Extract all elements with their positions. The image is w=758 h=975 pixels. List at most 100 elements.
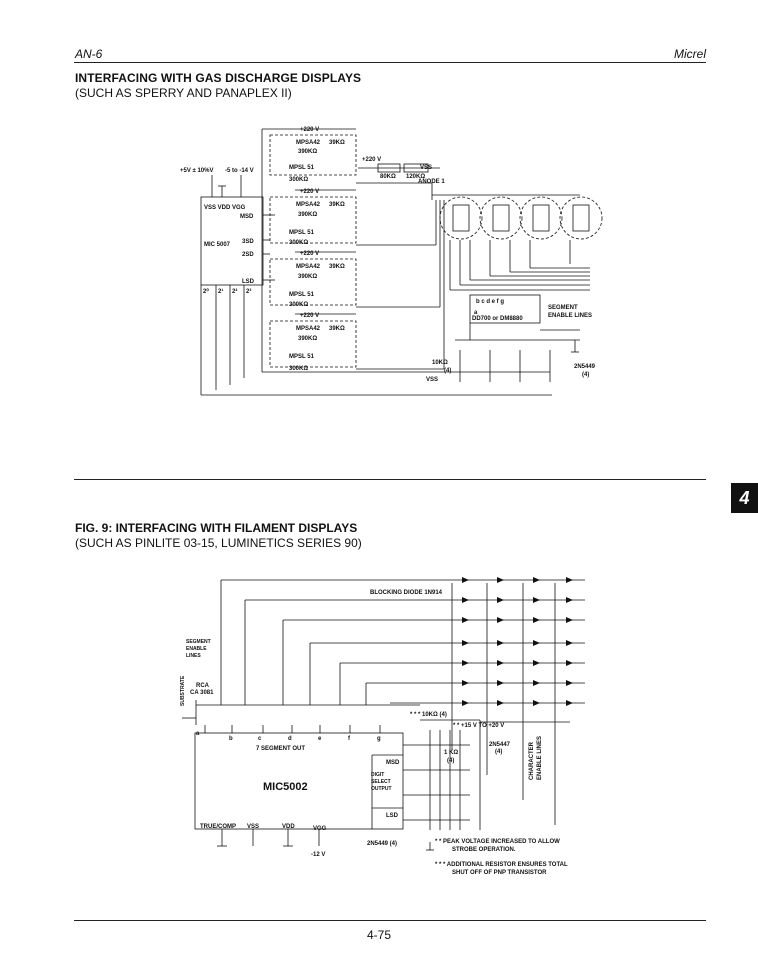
pnp-qty: (4) <box>495 749 502 755</box>
digit-select-1: DIGIT <box>371 772 384 778</box>
blocking-diode: BLOCKING DIODE 1N914 <box>370 590 443 596</box>
pin-d: d <box>288 736 292 742</box>
transistor: 2N5449 <box>574 364 596 370</box>
seg-enable-2: ENABLE LINES <box>548 313 592 319</box>
drv2-v: +220 V <box>300 189 319 195</box>
header-right: Micrel <box>674 47 706 61</box>
pin-e: e <box>318 736 322 742</box>
section-divider <box>74 479 706 480</box>
ic-name: MIC 5007 <box>204 242 231 248</box>
pin-b: b <box>229 736 233 742</box>
pin-msd: MSD <box>240 214 254 220</box>
char-enable-2: ENABLE LINES <box>537 736 543 780</box>
drv3-r39: 39KΩ <box>329 264 345 270</box>
drv2-r300: 300KΩ <box>289 240 308 246</box>
pnp: 2N5447 <box>489 742 511 748</box>
seven-seg-out: 7 SEGMENT OUT <box>256 746 305 752</box>
note1-line2: STROBE OPERATION. <box>452 847 516 853</box>
drv4-v: +220 V <box>300 313 319 319</box>
note2-line2: SHUT OFF OF PNP TRANSISTOR <box>452 870 547 876</box>
r-10k: 10KΩ <box>432 360 448 366</box>
r-120k: 120KΩ <box>406 174 425 180</box>
note1-line1: * * PEAK VOLTAGE INCREASED TO ALLOW <box>435 839 560 845</box>
digit-select-3: OUTPUT <box>371 786 392 792</box>
substrate: SUBSTRATE <box>180 675 186 706</box>
rca-2: CA 3081 <box>190 690 214 696</box>
drv2-pnp: MPSL 51 <box>289 230 315 236</box>
drv1-pnp: MPSL 51 <box>289 165 315 171</box>
drv2-npn: MPSA42 <box>296 202 321 208</box>
drv3-pnp: MPSL 51 <box>289 292 315 298</box>
pin-a: a <box>196 731 200 737</box>
drv4-npn: MPSA42 <box>296 326 321 332</box>
char-enable-1: CHARACTER <box>529 741 535 780</box>
r-10k-qty: (4) <box>444 368 451 374</box>
segments: b c d e f g <box>476 299 504 305</box>
vss-top: VSS <box>420 165 432 171</box>
pin-b1: 2¹ <box>218 288 223 295</box>
pin-c: c <box>258 736 262 742</box>
pin-vdd: VDD <box>282 824 295 830</box>
transistor-qty: (4) <box>582 372 589 378</box>
pin-vss: VSS <box>247 824 259 830</box>
drv1-v: +220 V <box>300 127 319 133</box>
digit-select-2: SELECT <box>371 779 391 785</box>
lsd: LSD <box>386 813 399 819</box>
drv1-r390: 390KΩ <box>298 149 317 155</box>
section1-title: INTERFACING WITH GAS DISCHARGE DISPLAYS <box>75 71 362 85</box>
header-left: AN-6 <box>75 47 103 61</box>
drv4-r39: 39KΩ <box>329 326 345 332</box>
pin-b3: 2³ <box>246 288 251 295</box>
section-tab: 4 <box>731 483 758 513</box>
seg-a: a <box>474 310 478 316</box>
pin-truecomp: TRUE/COMP <box>200 824 236 830</box>
drv1-r39: 39KΩ <box>329 140 345 146</box>
pin-lsd: LSD <box>242 279 255 285</box>
ic-top-pins: VSS VDD VGG <box>204 205 246 211</box>
rca-1: RCA <box>196 683 210 689</box>
anode-supply: +220 V <box>362 157 381 163</box>
pin-f: f <box>348 736 351 742</box>
drv3-r300: 300KΩ <box>289 302 308 308</box>
decoder: DD700 or DM8880 <box>472 316 523 322</box>
pin-2sd: 2SD <box>242 252 254 258</box>
seg-enable-1: SEGMENT <box>548 305 578 311</box>
r-1k: 1 KΩ <box>444 750 458 756</box>
section2-subtitle: (SUCH AS PINLITE 03-15, LUMINETICS SERIE… <box>75 536 362 550</box>
drv3-v: +220 V <box>300 251 319 257</box>
note2-line1: * * * ADDITIONAL RESISTOR ENSURES TOTAL <box>435 862 568 868</box>
supply-label: * * +15 V TO +20 V <box>453 723 504 729</box>
drv4-r390: 390KΩ <box>298 336 317 342</box>
drv4-pnp: MPSL 51 <box>289 354 315 360</box>
npn-label: 2N5449 (4) <box>367 841 397 847</box>
vss-bottom: VSS <box>426 377 438 383</box>
section1-subtitle: (SUCH AS SPERRY AND PANAPLEX II) <box>75 86 292 100</box>
diode-array <box>462 577 573 706</box>
supply-5v: +5V ± 10%V <box>180 168 213 174</box>
drv3-npn: MPSA42 <box>296 264 321 270</box>
r-1k-qty: (4) <box>447 758 454 764</box>
header-rule <box>74 62 706 63</box>
footer-rule <box>74 920 706 921</box>
seg-enable-2: ENABLE <box>186 646 207 652</box>
msd: MSD <box>386 760 400 766</box>
page-number: 4-75 <box>366 928 392 942</box>
anode-1: ANODE 1 <box>418 179 445 185</box>
pin-g: g <box>377 736 381 742</box>
seg-enable-3: LINES <box>186 653 201 659</box>
section2-title: FIG. 9: INTERFACING WITH FILAMENT DISPLA… <box>75 521 358 535</box>
r-80k: 80KΩ <box>380 174 396 180</box>
pin-b0: 2⁰ <box>203 288 209 295</box>
seg-enable-1: SEGMENT <box>186 639 211 645</box>
resistor-note: * * * 10KΩ (4) <box>410 712 447 718</box>
supply-neg: -5 to -14 V <box>225 168 254 174</box>
drv1-npn: MPSA42 <box>296 140 321 146</box>
drv2-r39: 39KΩ <box>329 202 345 208</box>
drv3-r390: 390KΩ <box>298 274 317 280</box>
pin-b2: 2² <box>232 288 237 295</box>
neg12: -12 V <box>311 852 325 858</box>
drv1-r300: 300KΩ <box>289 177 308 183</box>
pin-vgg: VGG <box>313 826 327 832</box>
